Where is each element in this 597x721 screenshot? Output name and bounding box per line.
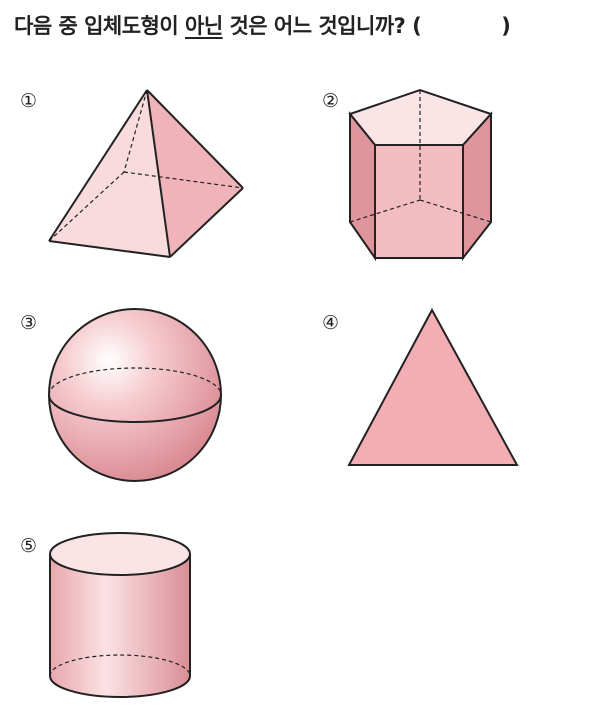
- question-underlined: 아닌: [185, 14, 223, 38]
- choice-3-number: ③: [20, 312, 38, 334]
- choice-4-number: ④: [322, 312, 340, 334]
- question-text: 다음 중 입체도형이 아닌 것은 어느 것입니까? (): [14, 10, 511, 40]
- choice-2-number: ②: [322, 90, 340, 112]
- choice-5-number: ⑤: [20, 535, 38, 557]
- question-before: 다음 중 입체도형이: [14, 14, 185, 38]
- choice-1-number: ①: [20, 90, 38, 112]
- question-after: 것은 어느 것입니까? (: [222, 14, 422, 38]
- question-close: ): [501, 14, 511, 38]
